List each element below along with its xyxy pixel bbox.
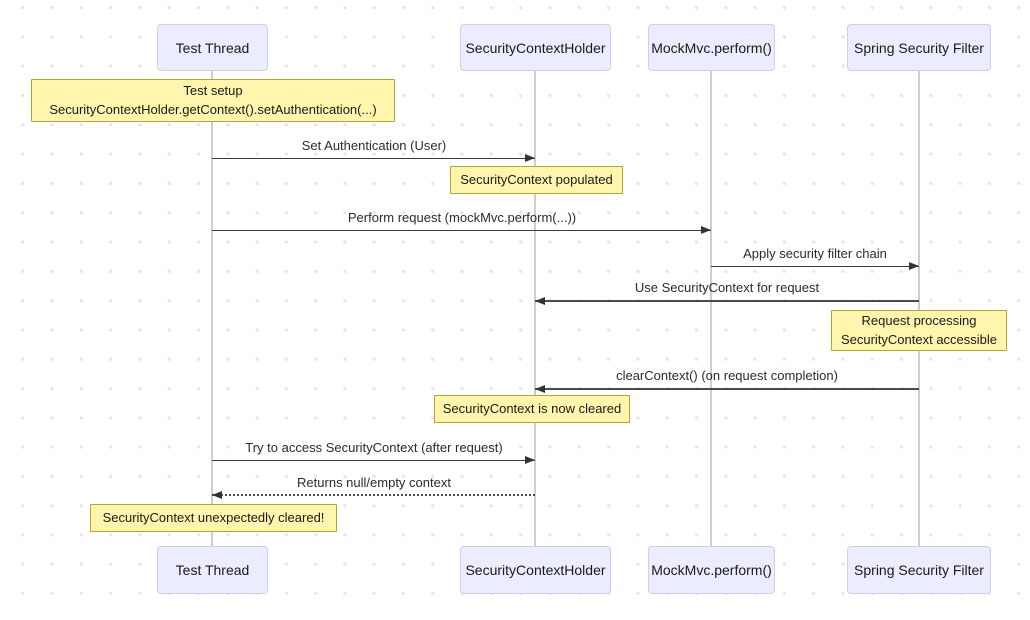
participant-label: MockMvc.perform() — [651, 39, 772, 56]
participant-mockmvc-perform-bottom: MockMvc.perform() — [648, 546, 775, 594]
note-line: SecurityContextHolder.getContext().setAu… — [49, 101, 377, 117]
arrowhead-left-icon — [212, 491, 222, 499]
participant-security-context-holder-bottom: SecurityContextHolder — [460, 546, 611, 594]
note-line: SecurityContext populated — [460, 171, 613, 187]
message-label: Perform request (mockMvc.perform(...)) — [347, 210, 577, 225]
note-line: SecurityContext accessible — [840, 331, 998, 347]
arrowhead-right-icon — [909, 262, 919, 270]
participant-mockmvc-perform-top: MockMvc.perform() — [648, 24, 775, 71]
message-label: clearContext() (on request completion) — [616, 368, 838, 383]
note-line: Request processing — [861, 312, 977, 328]
participant-label: SecurityContextHolder — [465, 39, 606, 56]
lifeline-mockmvc-perform — [710, 71, 712, 547]
lifeline-security-context-holder — [534, 71, 536, 547]
participant-label: Spring Security Filter — [854, 39, 984, 56]
message-line — [212, 460, 535, 461]
participant-label: Test Thread — [175, 562, 250, 578]
note-unexpectedly-cleared: SecurityContext unexpectedly cleared! — [90, 504, 337, 532]
message-line — [535, 300, 919, 302]
note-securitycontext-populated: SecurityContext populated — [450, 166, 623, 194]
message-label: Apply security filter chain — [743, 246, 887, 261]
arrowhead-right-icon — [525, 456, 535, 464]
participant-label: MockMvc.perform() — [651, 562, 772, 578]
message-line — [535, 388, 919, 390]
note-request-processing: Request processing SecurityContext acces… — [831, 310, 1007, 351]
message-line-dotted — [212, 494, 535, 496]
note-test-setup: Test setup SecurityContextHolder.getCont… — [31, 79, 395, 122]
participant-test-thread-bottom: Test Thread — [157, 546, 268, 594]
arrowhead-left-icon — [535, 297, 545, 305]
message-label: Try to access SecurityContext (after req… — [245, 440, 503, 455]
participant-label: SecurityContextHolder — [465, 562, 606, 578]
participant-label: Test Thread — [175, 39, 250, 56]
message-label: Returns null/empty context — [297, 475, 451, 490]
message-label: Set Authentication (User) — [301, 138, 447, 153]
lifeline-test-thread — [211, 71, 213, 547]
participant-test-thread-top: Test Thread — [157, 24, 268, 71]
message-line — [212, 158, 535, 159]
participant-spring-security-filter-bottom: Spring Security Filter — [847, 546, 991, 594]
participant-spring-security-filter-top: Spring Security Filter — [847, 24, 991, 71]
note-line: Test setup — [183, 82, 243, 98]
arrowhead-right-icon — [525, 154, 535, 162]
note-line: SecurityContext is now cleared — [442, 400, 622, 416]
participant-label: Spring Security Filter — [854, 562, 984, 578]
arrowhead-left-icon — [535, 385, 545, 393]
arrowhead-right-icon — [701, 226, 711, 234]
participant-security-context-holder-top: SecurityContextHolder — [460, 24, 611, 71]
lifeline-spring-security-filter — [918, 71, 920, 547]
message-line — [711, 266, 919, 267]
message-label: Use SecurityContext for request — [634, 280, 820, 295]
note-securitycontext-cleared: SecurityContext is now cleared — [434, 395, 630, 423]
note-line: SecurityContext unexpectedly cleared! — [102, 509, 325, 525]
message-line — [212, 230, 711, 231]
